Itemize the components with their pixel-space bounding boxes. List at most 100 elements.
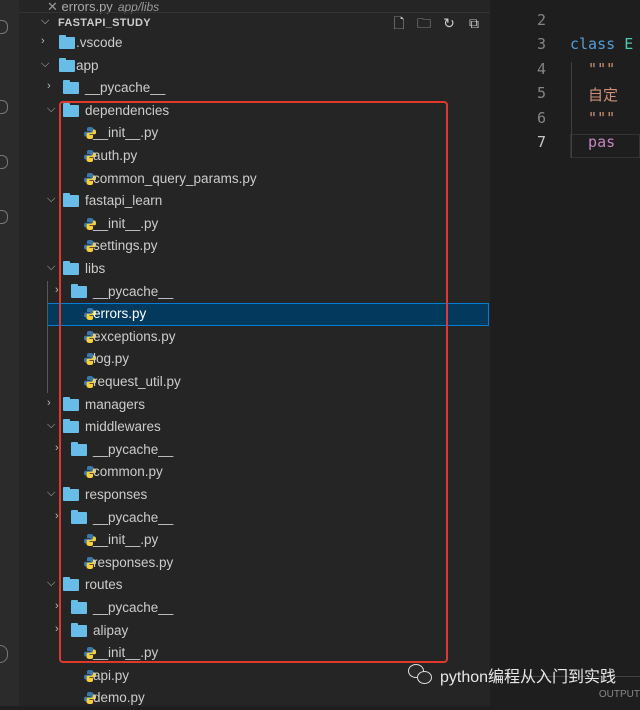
- output-tab[interactable]: OUTPUT: [598, 689, 640, 700]
- code-line: """: [570, 109, 615, 127]
- watermark: python编程从入门到实践: [408, 663, 616, 687]
- chevron-down-icon[interactable]: ⌵: [47, 419, 56, 432]
- tree-folder[interactable]: › .vscode: [19, 32, 490, 55]
- explorer-header[interactable]: ⌵ FASTAPI_STUDY 🗋🗀↻⧉: [19, 12, 490, 32]
- tree-item-label: errors.py: [93, 306, 147, 322]
- tree-item-label: responses: [85, 487, 148, 502]
- new-file-icon[interactable]: 🗋: [393, 15, 405, 31]
- folder-icon: [63, 193, 79, 208]
- tree-folder[interactable]: ⌵ dependencies: [19, 100, 490, 123]
- tree-file[interactable]: demo.py: [19, 687, 490, 710]
- tree-folder[interactable]: ⌵ middlewares: [19, 416, 490, 439]
- folder-icon: [63, 419, 79, 434]
- line-number: 4: [536, 59, 546, 78]
- tree-file[interactable]: log.py: [19, 348, 490, 371]
- folder-icon: [59, 57, 75, 72]
- tree-item-label: api.py: [93, 667, 130, 683]
- tree-item-label: __init__.py: [93, 645, 159, 661]
- tree-item-label: __pycache__: [93, 441, 174, 457]
- folder-icon: [71, 622, 87, 637]
- line-number: 1: [530, 0, 546, 4]
- tree-file[interactable]: exceptions.py: [19, 326, 490, 349]
- chevron-right-icon[interactable]: ›: [47, 80, 51, 93]
- chevron-right-icon[interactable]: ›: [55, 441, 59, 454]
- tree-item-label: responses.py: [93, 554, 174, 570]
- collapse-all-icon[interactable]: ⧉: [469, 15, 479, 31]
- chevron-right-icon[interactable]: ›: [55, 622, 59, 635]
- tree-file[interactable]: __init__.py: [19, 213, 490, 236]
- tree-item-label: managers: [85, 396, 146, 412]
- code-line: class E: [570, 35, 633, 53]
- tree-file[interactable]: common_query_params.py: [19, 168, 490, 191]
- chevron-right-icon[interactable]: ›: [47, 396, 51, 409]
- tree-file[interactable]: responses.py: [19, 552, 490, 575]
- explorer-activity-icon[interactable]: [0, 20, 8, 34]
- tree-folder[interactable]: › managers: [19, 394, 490, 417]
- run-debug-activity-icon[interactable]: [0, 100, 8, 114]
- refresh-icon[interactable]: ↻: [443, 15, 455, 31]
- chevron-down-icon: ⌵: [41, 15, 50, 27]
- chevron-down-icon[interactable]: ⌵: [47, 193, 56, 206]
- chevron-down-icon[interactable]: ⌵: [47, 487, 56, 499]
- folder-icon: [71, 441, 87, 456]
- close-icon[interactable]: ✕: [47, 0, 62, 14]
- tree-item-label: dependencies: [85, 102, 170, 118]
- tree-folder[interactable]: › __pycache__: [19, 439, 490, 462]
- tree-folder[interactable]: ⌵routes: [19, 574, 490, 597]
- tree-folder[interactable]: ›__pycache__: [19, 507, 490, 530]
- tree-file[interactable]: __init__.py: [19, 529, 490, 552]
- tree-file[interactable]: common.py: [19, 461, 490, 484]
- code-token: E: [624, 35, 634, 53]
- tree-item-label: middlewares: [85, 419, 161, 435]
- activity-bar: [0, 0, 19, 706]
- tree-folder[interactable]: ⌵fastapi_learn: [19, 190, 490, 213]
- tree-file[interactable]: __init__.py: [19, 642, 490, 665]
- tree-item-label: alipay: [93, 622, 129, 638]
- tree-folder[interactable]: ›__pycache__: [19, 597, 490, 620]
- chevron-right-icon[interactable]: ›: [55, 509, 59, 522]
- account-activity-icon[interactable]: [0, 645, 8, 663]
- tree-file[interactable]: __init__.py: [19, 122, 490, 145]
- folder-icon: [63, 102, 79, 117]
- tree-folder[interactable]: ›__pycache__: [19, 77, 490, 100]
- new-folder-icon[interactable]: 🗀: [417, 15, 431, 31]
- chevron-down-icon[interactable]: ⌵: [47, 102, 56, 115]
- chevron-right-icon[interactable]: ›: [41, 35, 45, 47]
- tree-folder[interactable]: ⌵ responses: [19, 484, 490, 507]
- tree-folder[interactable]: ⌵libs: [19, 258, 490, 281]
- tree-item-label: common.py: [93, 464, 163, 480]
- tree-item-label: .vscode: [76, 35, 123, 50]
- folder-icon: [71, 509, 87, 524]
- tree-file[interactable]: errors.py: [47, 303, 489, 326]
- chevron-right-icon[interactable]: ›: [55, 600, 59, 612]
- python-file-icon: [83, 646, 97, 660]
- code-token: """: [570, 108, 616, 127]
- tree-folder[interactable]: ⌵ app: [19, 55, 490, 78]
- tree-file[interactable]: request_util.py: [19, 371, 490, 394]
- tree-item-label: __init__.py: [93, 215, 159, 231]
- folder-icon: [63, 80, 79, 95]
- tree-item-label: app: [76, 57, 99, 73]
- python-file-icon: [83, 239, 97, 253]
- python-file-icon: [83, 217, 97, 231]
- tree-folder[interactable]: › __pycache__: [19, 281, 490, 304]
- python-file-icon: [83, 352, 97, 366]
- extensions-activity-icon[interactable]: [0, 155, 8, 169]
- python-file-icon: [83, 691, 97, 705]
- chevron-right-icon[interactable]: ›: [55, 283, 59, 296]
- chevron-down-icon[interactable]: ⌵: [47, 577, 56, 590]
- tree-folder[interactable]: › alipay: [19, 620, 490, 643]
- chevron-down-icon[interactable]: ⌵: [47, 261, 56, 273]
- tree-file[interactable]: settings.py: [19, 235, 490, 258]
- remote-activity-icon[interactable]: [0, 210, 8, 224]
- wechat-icon: [408, 664, 434, 686]
- folder-icon: [71, 283, 87, 298]
- folder-icon: [63, 577, 79, 592]
- chevron-down-icon[interactable]: ⌵: [41, 57, 50, 70]
- tree-item-label: __pycache__: [93, 283, 174, 299]
- tree-file[interactable]: auth.py: [19, 145, 490, 168]
- tree-file[interactable]: api.py: [19, 665, 490, 688]
- code-editor[interactable]: 123class E4 """5 自定6 """7 pas OUTPUT: [490, 0, 640, 706]
